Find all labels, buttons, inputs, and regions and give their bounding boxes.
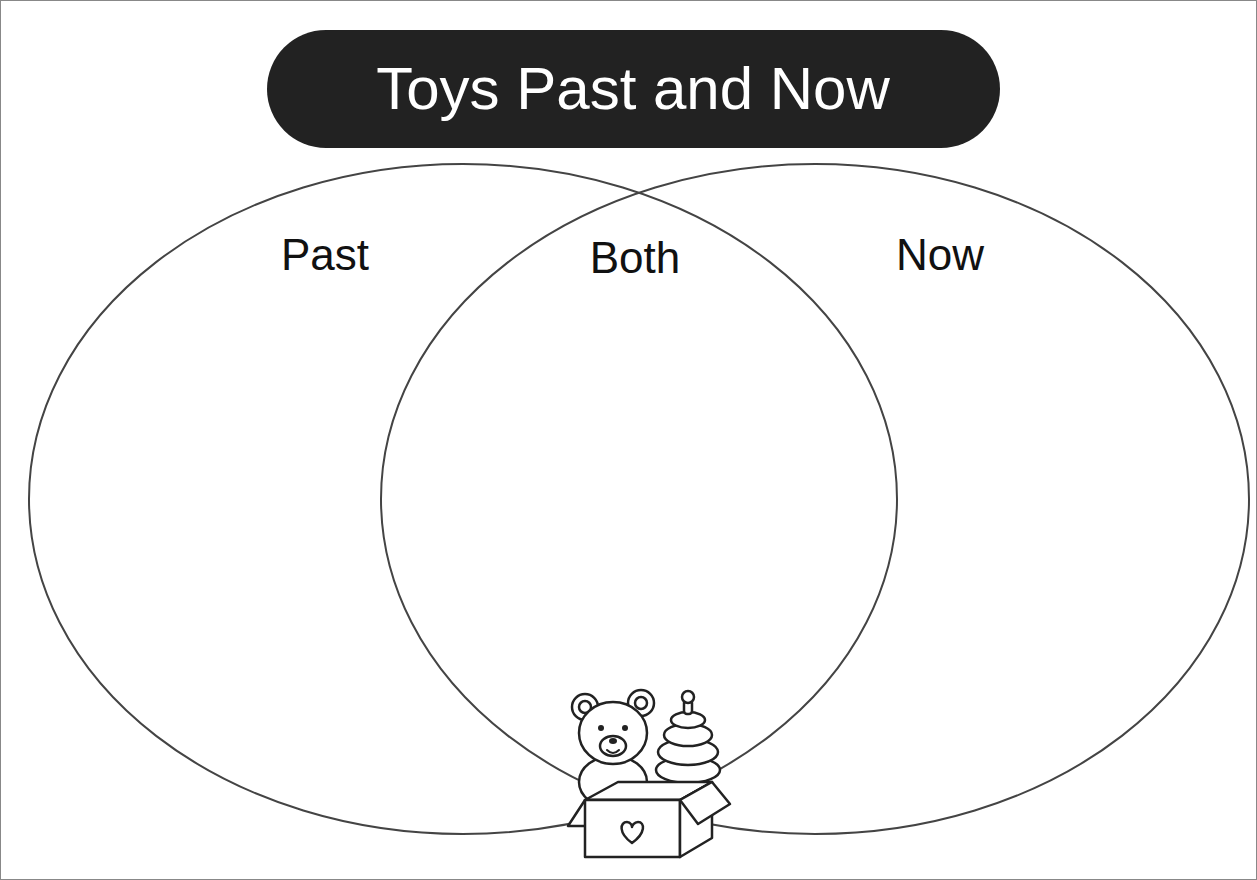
overlap-heading: Both — [590, 234, 681, 282]
venn-ellipse: Past — [28, 163, 898, 835]
set-heading: Past — [281, 231, 369, 279]
title-banner: Toys Past and Now — [267, 30, 1000, 148]
ellipse-outline — [28, 163, 898, 835]
ellipse-outline — [380, 163, 1250, 835]
venn-ellipse: Now — [380, 163, 1250, 835]
set-heading: Now — [896, 231, 984, 279]
